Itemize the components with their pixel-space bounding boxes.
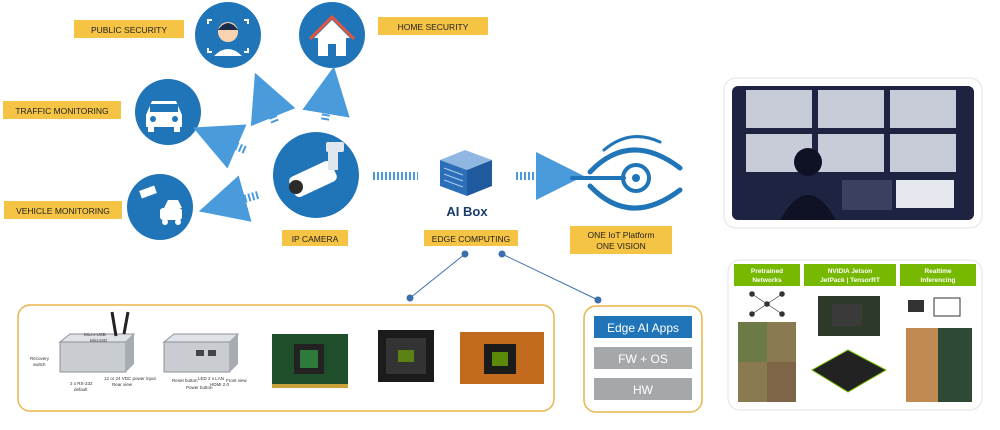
nvidia-col3b: Inferencing	[920, 277, 955, 284]
stack-apps-text: Edge AI Apps	[607, 321, 679, 335]
edge-computing-label: EDGE COMPUTING	[424, 230, 518, 246]
jetson-module-3	[460, 332, 544, 384]
d1-label-e: 12 or 24 VDC power input	[104, 376, 157, 381]
d2-label-c: Power button	[186, 385, 213, 390]
platform-line2: ONE VISION	[596, 241, 646, 251]
house-icon	[308, 14, 356, 56]
nvidia-col2: NVIDIA Jetson	[828, 268, 873, 275]
gpu-chip	[811, 349, 888, 393]
nvidia-col3: Realtime	[924, 268, 951, 275]
jetson-module-2	[378, 330, 434, 382]
public-security-node	[195, 2, 261, 68]
one-vision-logo	[570, 135, 683, 211]
d1-label-h: default	[74, 387, 88, 392]
platform-label: ONE IoT Platform ONE VISION	[570, 226, 672, 254]
monitoring-room-image	[723, 77, 983, 229]
device-2: Reset button LED Power button 2 x LAN HD…	[162, 333, 248, 390]
vehicle-monitoring-label: VEHICLE MONITORING	[4, 201, 122, 219]
nvidia-col1: Pretrained	[751, 268, 783, 275]
d1-label-d: switch	[33, 362, 46, 367]
ai-box-text: AI Box	[446, 204, 488, 219]
d2-label-f: Front view	[226, 378, 248, 383]
ip-camera-text: IP CAMERA	[292, 234, 339, 244]
public-security-text: PUBLIC SECURITY	[91, 25, 167, 35]
d1-label-f: Rear view	[112, 382, 133, 387]
face-scan-icon	[207, 19, 249, 56]
d2-label-d: 2 x LAN	[208, 376, 224, 381]
ai-box-node: AI Box	[440, 150, 492, 219]
device-1: Micro-USB MicroSD Recovery switch 12 or …	[30, 311, 157, 392]
d2-label-a: Reset button	[172, 378, 198, 383]
video-icon	[908, 300, 924, 312]
cctv-car-icon	[139, 185, 182, 225]
camera-icon	[289, 142, 344, 198]
home-security-text: HOME SECURITY	[398, 22, 469, 32]
stack-hw: HW	[594, 378, 692, 400]
d2-label-e: HDMI 2.0	[210, 382, 230, 387]
image-icon	[933, 297, 961, 317]
traffic-monitoring-text: TRAFFIC MONITORING	[15, 106, 108, 116]
nvidia-col2b: JetPack | TensorRT	[820, 277, 880, 284]
d1-label-b: MicroSD	[90, 338, 108, 343]
vehicle-monitoring-node	[127, 174, 193, 240]
jetson-module-1	[272, 334, 348, 388]
home-security-label: HOME SECURITY	[378, 17, 488, 35]
vehicle-monitoring-text: VEHICLE MONITORING	[16, 206, 110, 216]
home-security-node	[299, 2, 365, 68]
traffic-monitoring-node	[135, 79, 201, 145]
d1-label-a: Micro-USB	[84, 332, 106, 337]
car-icon	[146, 101, 182, 132]
edge-connectors	[406, 250, 602, 304]
d1-label-c: Recovery	[30, 356, 50, 361]
neural-net-icon	[749, 291, 785, 317]
stack-fw-text: FW + OS	[618, 352, 668, 366]
edge-computing-text: EDGE COMPUTING	[432, 234, 510, 244]
public-security-label: PUBLIC SECURITY	[74, 20, 184, 38]
ip-camera-node	[273, 132, 359, 218]
nvidia-image: Pretrained Networks NVIDIA Jetson JetPac…	[727, 259, 983, 411]
d2-label-b: LED	[198, 376, 208, 381]
nvidia-col1b: Networks	[752, 277, 782, 284]
camera-arrows	[192, 66, 584, 222]
stack-hw-text: HW	[633, 383, 654, 397]
stack-fw: FW + OS	[594, 347, 692, 369]
platform-line1: ONE IoT Platform	[588, 230, 655, 240]
stack-apps: Edge AI Apps	[594, 316, 692, 338]
ip-camera-label: IP CAMERA	[282, 230, 348, 246]
d1-label-g: 2 x RS-232	[70, 381, 93, 386]
traffic-monitoring-label: TRAFFIC MONITORING	[3, 101, 121, 119]
